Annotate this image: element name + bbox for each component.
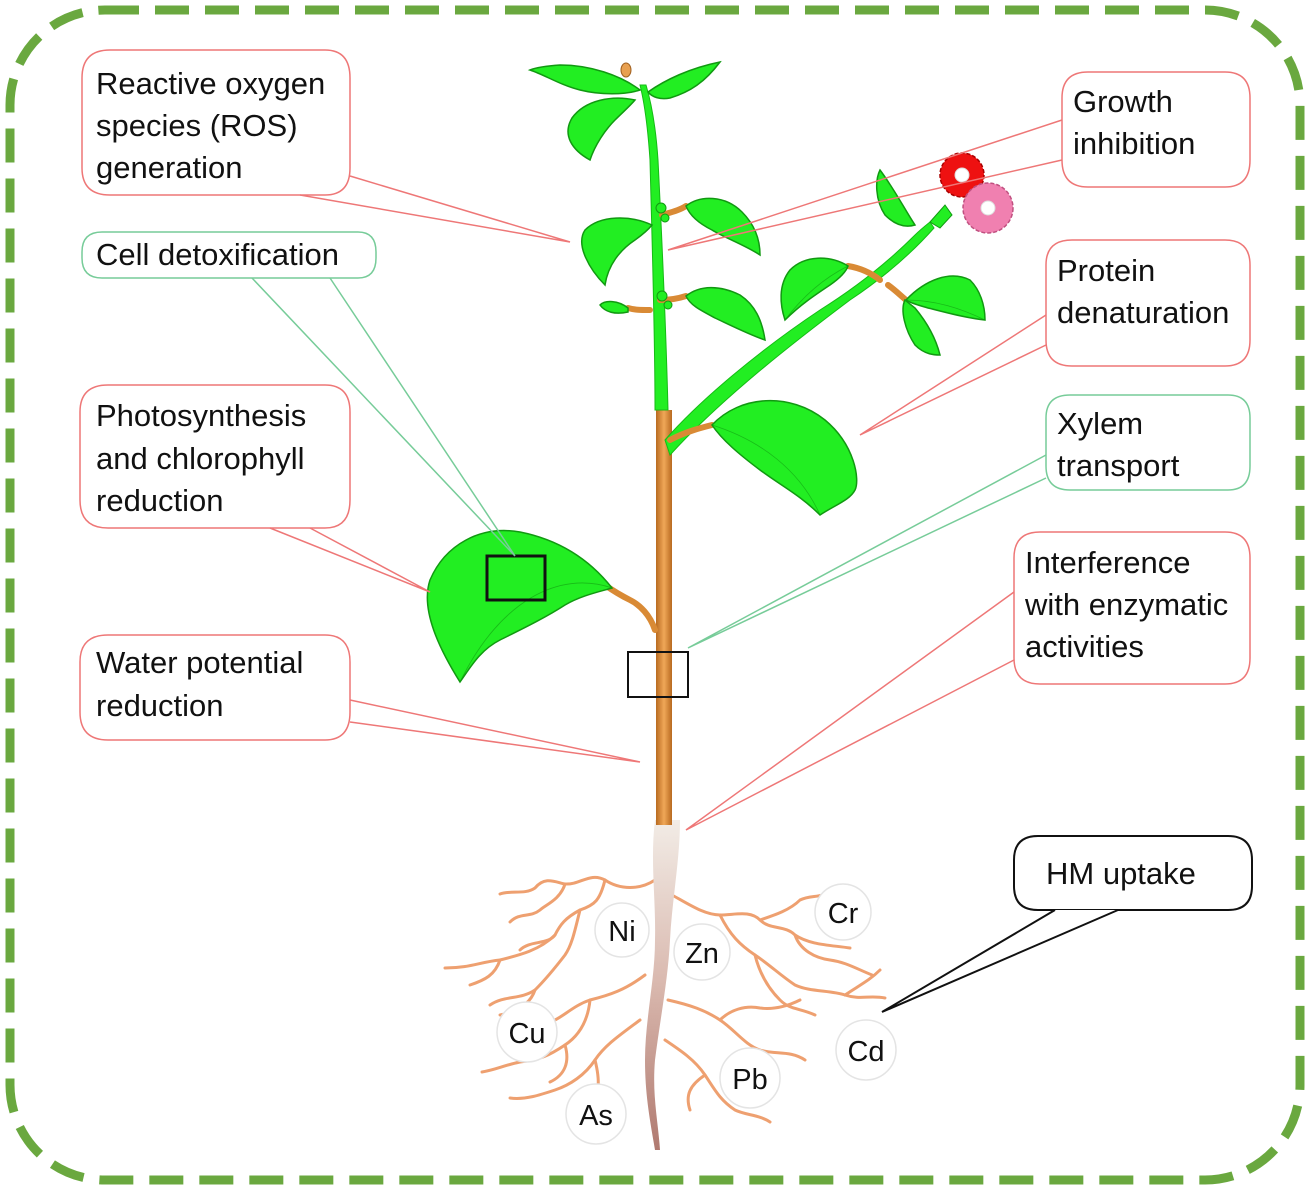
callout-water-potential bbox=[79, 634, 351, 741]
callout-xylem bbox=[1045, 394, 1251, 491]
ion-cu: Cu bbox=[496, 1001, 558, 1063]
label-xylem: Xylem transport bbox=[1057, 406, 1180, 483]
leaves bbox=[426, 60, 986, 684]
callout-hm-uptake bbox=[1013, 835, 1253, 911]
right-branch bbox=[664, 221, 935, 456]
pointer-cell-detox bbox=[251, 277, 516, 557]
pointer-water-potential bbox=[349, 699, 641, 763]
label-ros: Reactive oxygen species (ROS) generation bbox=[96, 66, 334, 185]
leaf-cell-box bbox=[485, 554, 547, 602]
callout-photosynthesis bbox=[79, 384, 351, 529]
svg-text:Ni: Ni bbox=[608, 916, 635, 948]
callout-cell-detox bbox=[81, 231, 377, 279]
stem-xylem-box bbox=[627, 651, 689, 698]
brown-stem bbox=[656, 410, 672, 825]
flower-sepals bbox=[929, 204, 953, 229]
pointer-protein bbox=[859, 314, 1047, 436]
svg-text:Zn: Zn bbox=[685, 938, 719, 970]
ion-pb: Pb bbox=[719, 1047, 781, 1109]
callout-ros bbox=[81, 49, 351, 196]
green-stem-top bbox=[639, 84, 669, 411]
callout-enzymatic bbox=[1013, 531, 1251, 685]
callout-growth bbox=[1061, 71, 1251, 188]
label-growth: Growth inhibition bbox=[1073, 84, 1195, 161]
svg-text:Pb: Pb bbox=[732, 1064, 767, 1096]
svg-text:Cd: Cd bbox=[847, 1036, 884, 1068]
callout-protein bbox=[1045, 239, 1251, 367]
pointer-enzymatic bbox=[685, 591, 1015, 831]
svg-text:Cu: Cu bbox=[508, 1018, 545, 1050]
label-enzymatic: Interference with enzymatic activities bbox=[1024, 545, 1237, 664]
pointer-photosynthesis bbox=[269, 527, 431, 593]
ion-cd: Cd bbox=[835, 1019, 897, 1081]
ion-zn: Zn bbox=[673, 923, 731, 981]
svg-text:As: As bbox=[579, 1100, 613, 1132]
label-photosynthesis: Photosynthesis and chlorophyll reduction bbox=[96, 398, 315, 518]
main-root bbox=[645, 820, 680, 1150]
leaf-veins bbox=[459, 265, 986, 683]
svg-text:Cr: Cr bbox=[828, 898, 859, 930]
label-cell-detox: Cell detoxification bbox=[96, 237, 339, 272]
metal-ions: Ni Zn Cr Cu Cd Pb As bbox=[496, 883, 897, 1145]
label-water-potential: Water potential reduction bbox=[96, 645, 312, 723]
ion-as: As bbox=[565, 1083, 627, 1145]
pointer-growth bbox=[667, 119, 1063, 251]
ion-ni: Ni bbox=[594, 902, 650, 958]
pointer-ros bbox=[299, 175, 571, 243]
dashed-frame bbox=[5, 5, 1305, 1185]
pink-flower bbox=[962, 182, 1014, 234]
label-hm-uptake: HM uptake bbox=[1046, 856, 1196, 891]
ion-cr: Cr bbox=[814, 883, 872, 941]
stem-buds bbox=[655, 202, 673, 310]
pointer-xylem bbox=[687, 454, 1047, 649]
pointer-hm-uptake bbox=[881, 909, 1119, 1013]
top-bud bbox=[620, 62, 632, 78]
label-protein: Protein denaturation bbox=[1057, 253, 1229, 330]
